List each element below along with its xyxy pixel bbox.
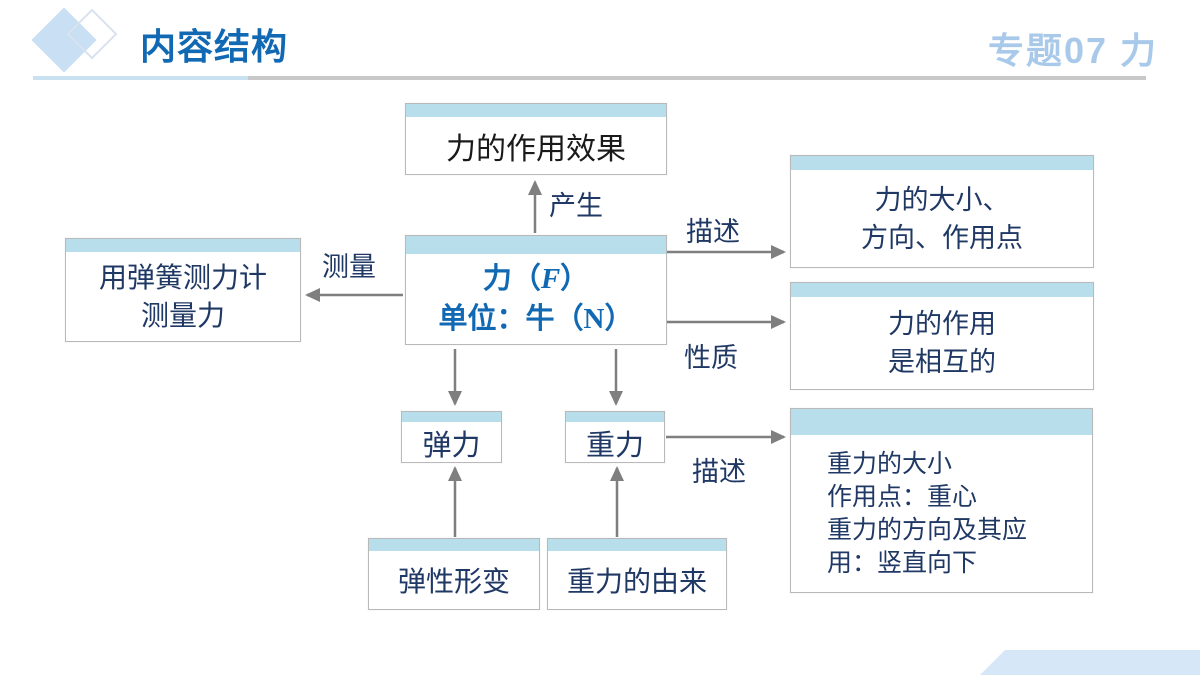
node-gravity-detail-line2: 作用点：重心	[827, 482, 978, 511]
node-gravity-detail-line4: 用：竖直向下	[827, 548, 978, 577]
topic-title: 专题07 力	[987, 30, 1158, 71]
node-header-strip	[369, 539, 539, 551]
node-header-strip	[402, 412, 501, 422]
label-property: 性质	[684, 343, 738, 373]
node-force-mutual: 力的作用 是相互的	[790, 282, 1094, 390]
node-gravity-origin-text: 重力的由来	[566, 566, 707, 597]
node-header-strip	[791, 283, 1093, 297]
node-gravity-detail-line3: 重力的方向及其应	[827, 515, 1028, 544]
node-force-mutual-line1: 力的作用	[888, 309, 996, 339]
node-force-elements-line1: 力的大小、	[874, 184, 1010, 215]
label-describe-bottom: 描述	[692, 457, 746, 487]
newton-symbol: N	[583, 303, 605, 335]
label-measure: 测量	[322, 252, 376, 282]
node-gravity: 重力	[565, 411, 665, 463]
node-force-line1: 力（F）	[482, 263, 590, 295]
node-gravity-detail-line1: 重力的大小	[827, 449, 953, 478]
label-describe-top: 描述	[686, 217, 740, 247]
node-header-strip	[548, 539, 726, 551]
node-elastic-force: 弹力	[401, 411, 502, 463]
corner-parallelogram	[980, 650, 1200, 675]
node-force-elements: 力的大小、 方向、作用点	[790, 155, 1094, 268]
node-measure-tool-line1: 用弹簧测力计	[98, 261, 267, 293]
node-force: 力（F） 单位：牛（N）	[405, 235, 667, 345]
node-header-strip	[66, 239, 300, 252]
node-header-strip	[566, 412, 664, 422]
node-header-strip	[791, 156, 1093, 170]
force-symbol: F	[540, 263, 561, 295]
node-elastic-deformation-text: 弹性形变	[397, 566, 510, 597]
node-gravity-detail: 重力的大小 作用点：重心 重力的方向及其应 用：竖直向下	[790, 408, 1093, 593]
node-elastic-deformation: 弹性形变	[368, 538, 540, 610]
node-force-line2: 单位：牛（N）	[438, 303, 634, 335]
node-force-elements-line2: 方向、作用点	[861, 222, 1023, 253]
node-force-effect-text: 力的作用效果	[446, 132, 626, 166]
node-force-mutual-line2: 是相互的	[888, 347, 996, 377]
node-header-strip	[791, 409, 1092, 435]
label-produce: 产生	[549, 191, 603, 221]
page-title: 内容结构	[140, 26, 289, 67]
node-header-strip	[406, 236, 666, 254]
node-gravity-origin: 重力的由来	[547, 538, 727, 610]
node-measure-tool: 用弹簧测力计 测量力	[65, 238, 301, 342]
node-header-strip	[406, 104, 666, 117]
node-elastic-force-text: 弹力	[422, 430, 481, 462]
title-divider	[33, 76, 1146, 80]
node-gravity-text: 重力	[585, 430, 644, 462]
node-force-effect: 力的作用效果	[405, 103, 667, 175]
node-measure-tool-line2: 测量力	[140, 299, 225, 331]
